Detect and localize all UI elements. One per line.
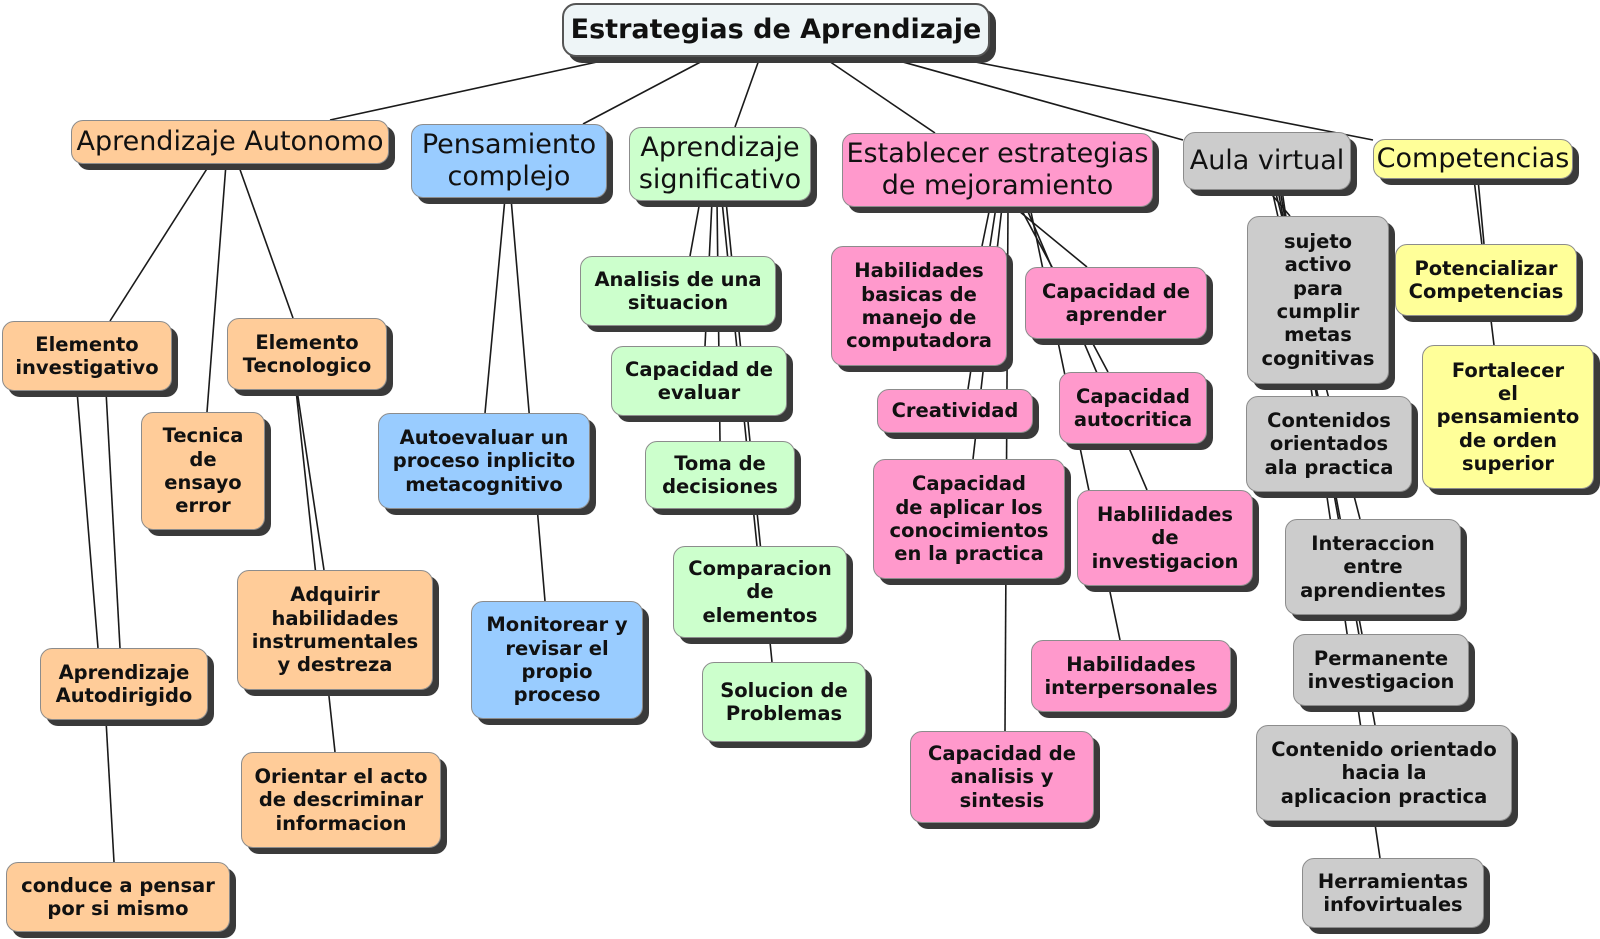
node-creatividad: Creatividad: [877, 389, 1033, 433]
category-aprendizaje-significativo: Aprendizaje significativo: [629, 127, 811, 201]
category-competencias: Competencias: [1373, 139, 1573, 179]
node-solucion-problemas: Solucion de Problemas: [702, 662, 866, 742]
connector-line: [76, 390, 99, 649]
node-autoevaluar-proceso: Autoevaluar un proceso inplicito metacog…: [378, 413, 590, 509]
node-monitorear-revisar: Monitorear y revisar el propio proceso: [471, 601, 643, 719]
node-analisis-situacion: Analisis de una situacion: [580, 256, 776, 326]
node-contenido-aplicacion: Contenido orientado hacia la aplicacion …: [1256, 725, 1512, 821]
connector-line: [329, 56, 621, 121]
connector-line: [510, 197, 546, 602]
node-contenidos-orientados: Contenidos orientados ala practica: [1246, 396, 1412, 492]
node-habilidades-investigacion: Hablilidades de investigacion: [1077, 490, 1253, 586]
node-tecnica-ensayo-error: Tecnica de ensayo error: [141, 412, 265, 530]
connector-line: [884, 56, 1184, 141]
connector-line: [981, 206, 991, 247]
node-toma-decisiones: Toma de decisiones: [645, 441, 795, 509]
category-aprendizaje-autonomo: Aprendizaje Autonomo: [71, 120, 389, 164]
root-node: Estrategias de Aprendizaje: [562, 3, 990, 57]
node-conduce-pensar: conduce a pensar por si mismo: [6, 862, 230, 932]
connector-line: [109, 163, 211, 322]
connector-line: [689, 200, 701, 257]
connector-line: [1025, 206, 1148, 491]
connector-line: [105, 719, 115, 863]
connector-line: [734, 56, 761, 128]
node-capacidad-autocritica: Capacidad autocritica: [1059, 372, 1207, 444]
node-capacidad-aplicar: Capacidad de aplicar los conocimientos e…: [873, 459, 1065, 579]
connector-line: [949, 56, 1374, 141]
connector-line: [105, 390, 121, 649]
node-habilidades-basicas: Habilidades basicas de manejo de computa…: [831, 246, 1007, 366]
connector-line: [1477, 178, 1485, 245]
category-establecer-estrategias: Establecer estrategias de mejoramiento: [842, 133, 1153, 207]
connector-line: [237, 163, 294, 319]
category-pensamiento-complejo: Pensamiento complejo: [411, 124, 607, 198]
category-aula-virtual: Aula virtual: [1183, 132, 1351, 190]
node-permanente-investigacion: Permanente investigacion: [1293, 634, 1469, 706]
node-capacidad-evaluar: Capacidad de evaluar: [611, 346, 787, 416]
node-adquirir-habilidades: Adquirir habilidades instrumentales y de…: [237, 570, 433, 690]
connector-line: [484, 197, 506, 414]
node-comparacion-elementos: Comparacion de elementos: [673, 546, 847, 638]
connector-line: [582, 56, 711, 125]
node-orientar-acto: Orientar el acto de descriminar informac…: [241, 752, 441, 848]
node-elemento-tecnologico: Elemento Tecnologico: [227, 318, 387, 390]
node-aprendizaje-autodirigido: Aprendizaje Autodirigido: [40, 648, 208, 720]
node-potencializar-competencias: Potencializar Competencias: [1395, 244, 1577, 316]
connector-line: [206, 163, 227, 413]
node-habilidades-interpersonales: Habilidades interpersonales: [1031, 640, 1231, 712]
node-capacidad-aprender: Capacidad de aprender: [1025, 267, 1207, 339]
node-capacidad-analisis-sintesis: Capacidad de analisis y sintesis: [910, 731, 1094, 823]
connector-line: [822, 56, 936, 134]
node-herramientas-infovirtuales: Herramientas infovirtuales: [1302, 858, 1484, 928]
node-sujeto-activo: sujeto activo para cumplir metas cogniti…: [1247, 216, 1389, 384]
node-interaccion-aprendientes: Interaccion entre aprendientes: [1285, 519, 1461, 615]
connector-line: [296, 389, 325, 571]
node-elemento-investigativo: Elemento investigativo: [2, 321, 172, 391]
node-fortalecer-pensamiento: Fortalecer el pensamiento de orden super…: [1422, 345, 1594, 489]
